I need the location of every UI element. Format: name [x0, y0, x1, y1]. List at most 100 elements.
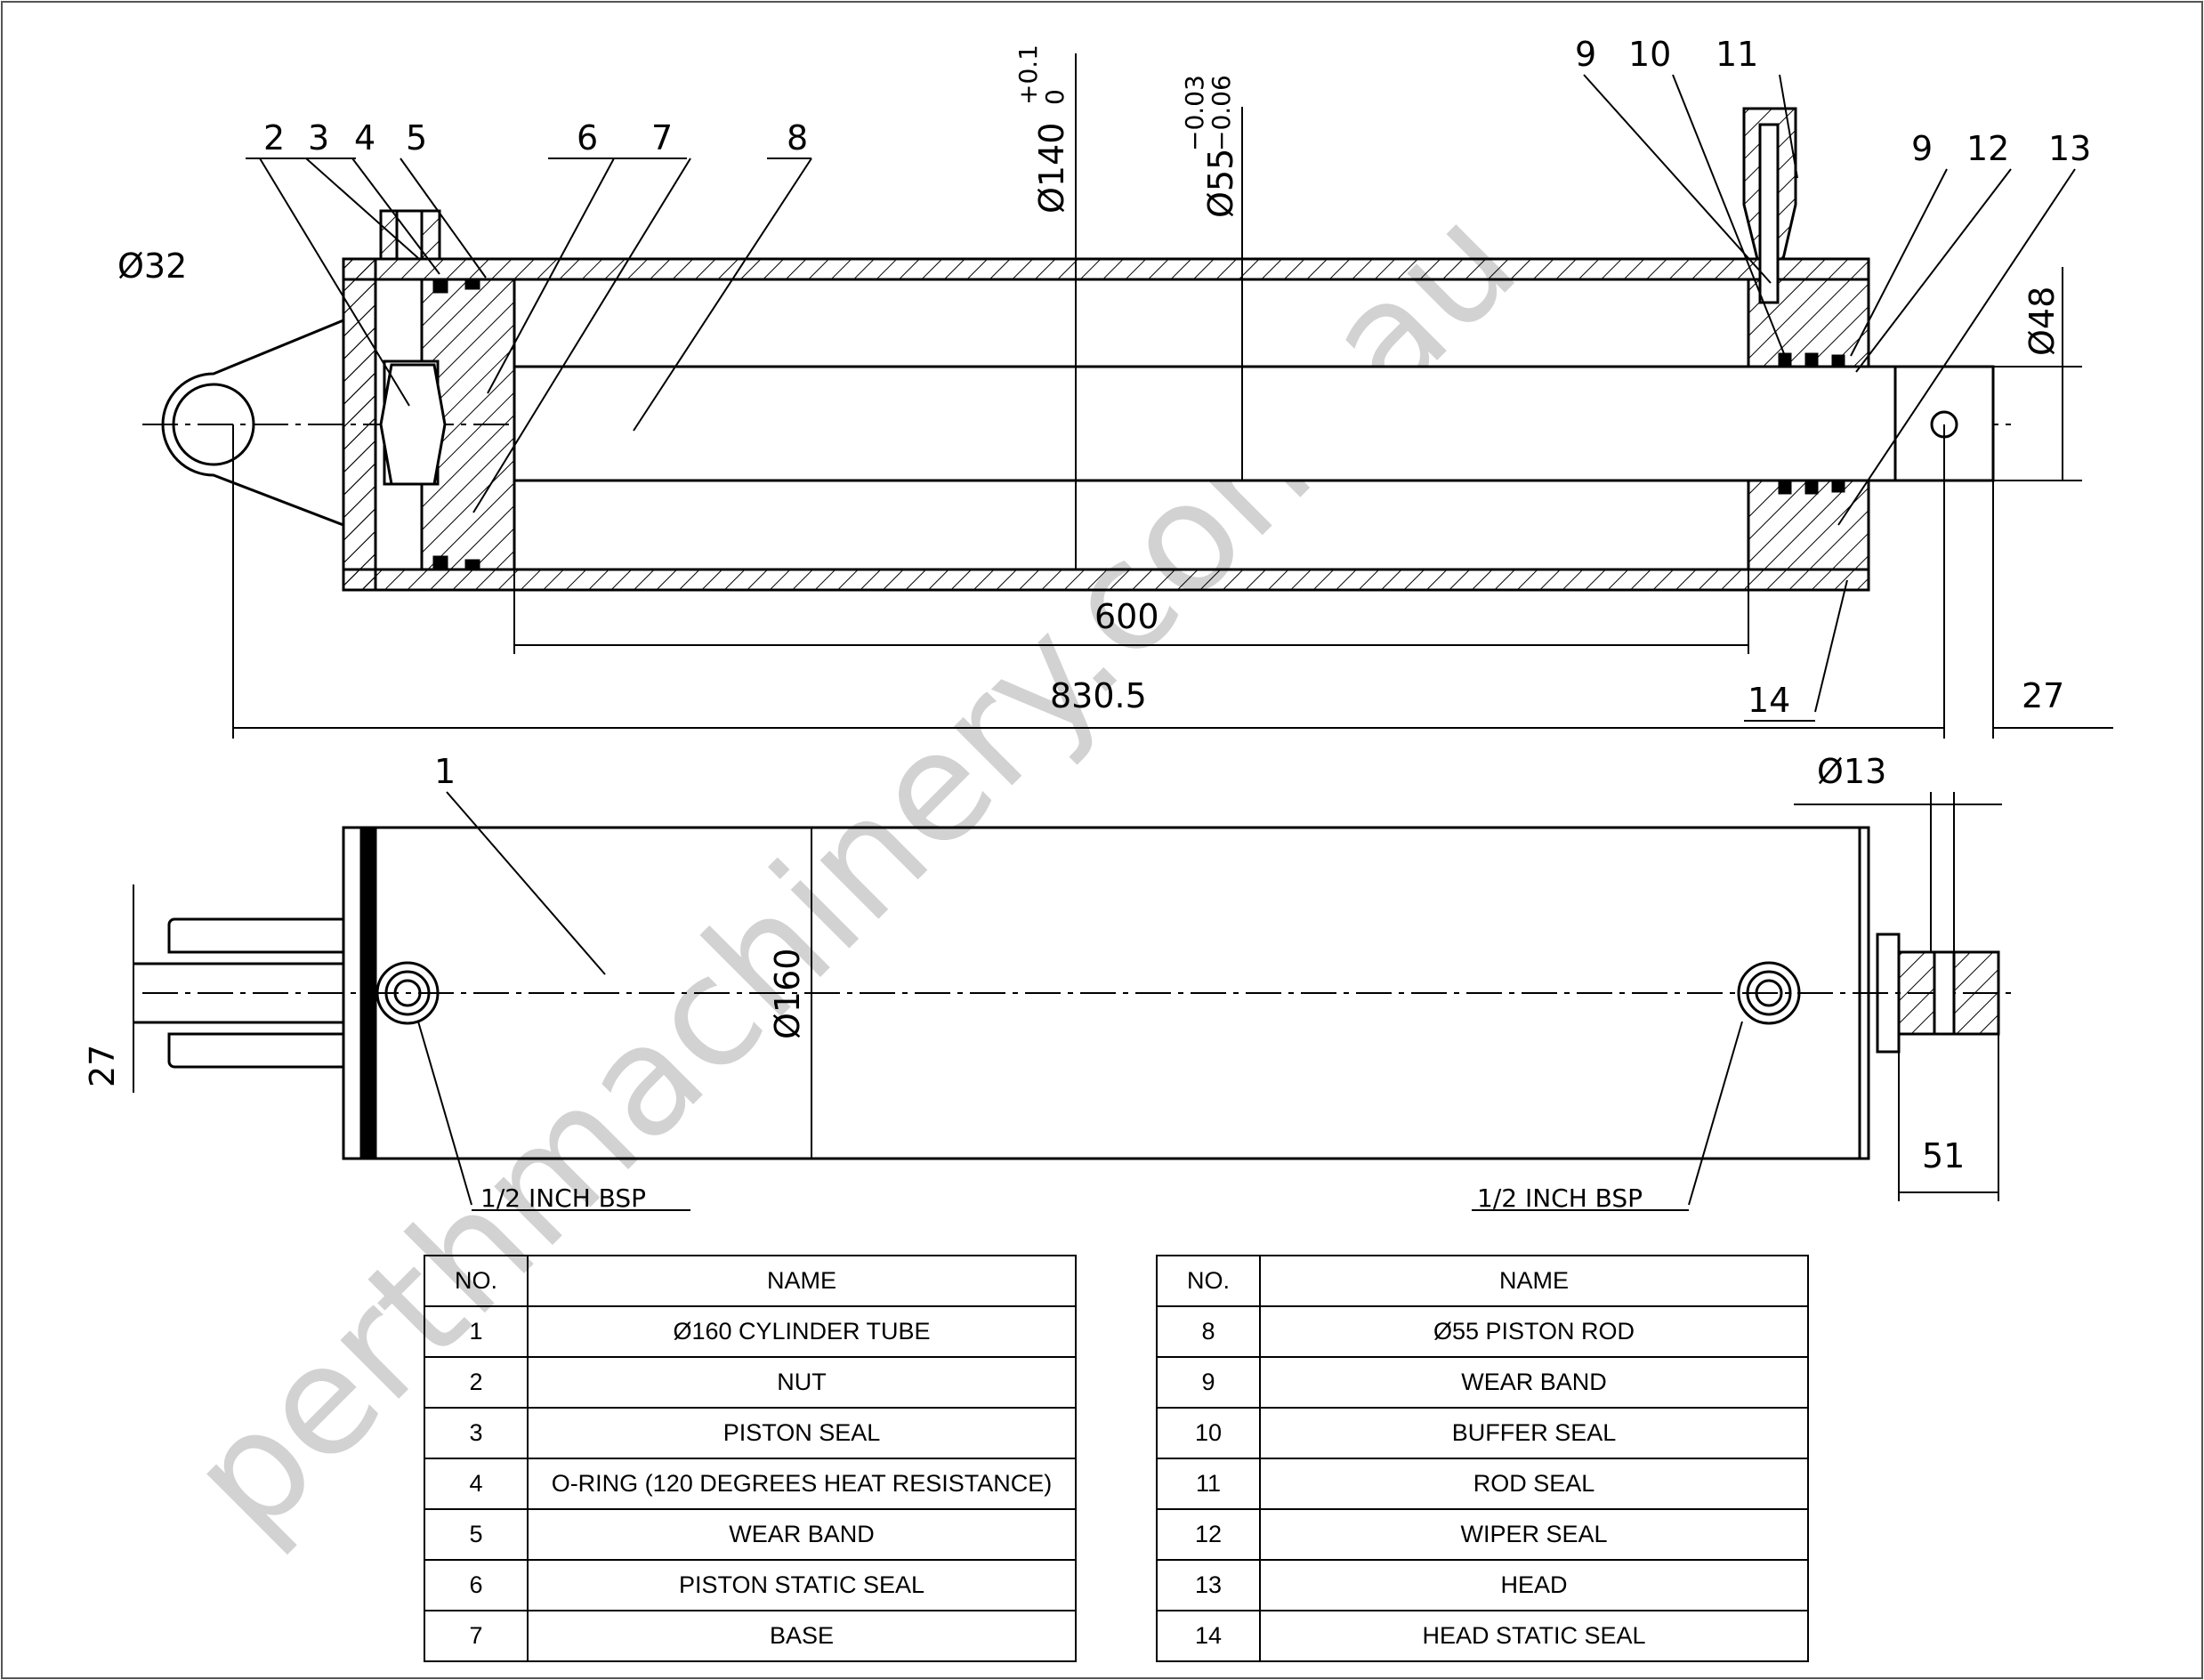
port-left-inner [393, 979, 422, 1007]
piston-rod [513, 365, 1897, 482]
seal-3 [432, 555, 448, 569]
seal-8 [1778, 481, 1792, 495]
header-no: NO. [1156, 1255, 1261, 1307]
part-name: O-RING (120 DEGREES HEAT RESISTANCE) [527, 1458, 1077, 1510]
eye-hole [172, 383, 255, 466]
part-name: HEAD STATIC SEAL [1259, 1610, 1809, 1662]
tube-bottom-wall [342, 568, 1870, 592]
callout-14: 14 [1748, 681, 1790, 720]
seal-6 [1804, 352, 1819, 367]
port-right-outer [1737, 961, 1801, 1025]
callout-4: 4 [354, 118, 375, 158]
dim-overall: 830.5 [1050, 676, 1147, 715]
dim-rod-tol-lower: −0.06 [1207, 75, 1236, 151]
callout-6: 6 [577, 118, 598, 158]
part-name: WIPER SEAL [1259, 1508, 1809, 1561]
port-left-outer [375, 961, 440, 1025]
callout-11: 11 [1716, 35, 1758, 74]
callout-2: 2 [263, 118, 285, 158]
port-right-mid [1746, 970, 1792, 1016]
section-view [142, 107, 2011, 592]
dim-rod: Ø55 [1201, 149, 1240, 218]
part-no: 12 [1156, 1508, 1261, 1561]
part-no: 5 [424, 1508, 529, 1561]
dim-eye: Ø32 [117, 246, 187, 286]
callout-13: 13 [2048, 129, 2091, 168]
dim-pin-hole: Ø13 [1817, 752, 1886, 791]
callouts: 2 3 4 5 6 7 8 9 10 11 9 12 13 14 1 [263, 35, 2091, 791]
callout-10: 10 [1628, 35, 1671, 74]
part-name: Ø55 PISTON ROD [1259, 1305, 1809, 1358]
callout-1: 1 [434, 752, 456, 791]
part-no: 3 [424, 1407, 529, 1459]
header-name: NAME [527, 1255, 1077, 1307]
callout-3: 3 [308, 118, 329, 158]
port-left-mid [384, 970, 431, 1016]
nut-hex [379, 363, 447, 486]
header-no: NO. [424, 1255, 529, 1307]
part-name: Ø160 CYLINDER TUBE [527, 1305, 1077, 1358]
callout-5: 5 [406, 118, 427, 158]
external-dim-text: Ø160 Ø13 27 51 1/2 INCH BSP 1/2 INCH BSP [83, 752, 1965, 1213]
part-name: WEAR BAND [1259, 1356, 1809, 1409]
part-no: 10 [1156, 1407, 1261, 1459]
base-side [342, 257, 377, 592]
part-name: PISTON STATIC SEAL [527, 1559, 1077, 1611]
eye-lug-top [167, 917, 343, 954]
table-header-row: NO. NAME [1156, 1255, 1809, 1307]
dim-tube: Ø160 [768, 949, 807, 1039]
eye-lug-bottom [167, 1032, 343, 1069]
callout-7: 7 [651, 118, 673, 158]
port-fitting-right-bore [1758, 123, 1780, 304]
dim-bore-tol-lower: 0 [1040, 89, 1070, 105]
seal-7 [1831, 354, 1845, 367]
part-name: BASE [527, 1610, 1077, 1662]
clevis-hole [1933, 950, 1956, 1036]
base-eye-lug [161, 319, 344, 527]
tube-top-wall [342, 257, 1870, 281]
part-no: 2 [424, 1356, 529, 1409]
dim-eye-width: 27 [83, 1045, 122, 1087]
part-name: BUFFER SEAL [1259, 1407, 1809, 1459]
part-no: 4 [424, 1458, 529, 1510]
external-dimensions [133, 792, 2002, 1211]
seal-10 [1831, 481, 1845, 493]
part-no: 7 [424, 1610, 529, 1662]
port-left-label: 1/2 INCH BSP [480, 1183, 646, 1213]
callout-9b: 9 [1911, 129, 1933, 168]
callout-9a: 9 [1575, 35, 1596, 74]
dim-bore: Ø140 [1032, 123, 1071, 214]
seal-2 [464, 279, 480, 290]
head-lower [1747, 479, 1870, 571]
part-name: NUT [527, 1356, 1077, 1409]
dim-pin-offset: 27 [2022, 676, 2064, 715]
port-right-label: 1/2 INCH BSP [1477, 1183, 1643, 1213]
seal-4 [464, 559, 480, 569]
part-no: 8 [1156, 1305, 1261, 1358]
dim-stroke: 600 [1094, 597, 1159, 636]
part-no: 9 [1156, 1356, 1261, 1409]
part-name: WEAR BAND [527, 1508, 1077, 1561]
part-name: PISTON SEAL [527, 1407, 1077, 1459]
part-name: ROD SEAL [1259, 1458, 1809, 1510]
seal-9 [1804, 481, 1819, 495]
port-right-inner [1755, 979, 1783, 1007]
leader-lines [246, 74, 2076, 975]
part-no: 13 [1156, 1559, 1261, 1611]
callout-12: 12 [1966, 129, 2009, 168]
table-header-row: NO. NAME [424, 1255, 1077, 1307]
section-dim-text: Ø140 +0.1 0 Ø55 −0.03 −0.06 Ø32 Ø48 600 … [117, 44, 2064, 715]
